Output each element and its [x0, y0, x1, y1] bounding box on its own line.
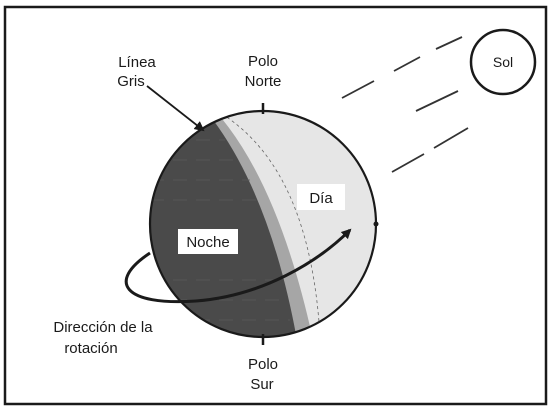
sun-circle	[469, 28, 537, 96]
south-pole-label-line2: Sur	[250, 376, 273, 393]
north-pole-label-line1: Polo	[248, 53, 278, 70]
rotation-arrow	[124, 228, 352, 304]
day-label: Día	[309, 190, 333, 207]
equator-dot	[373, 221, 379, 227]
earth-globe	[148, 109, 378, 339]
rotation-label-line2: rotación	[64, 340, 117, 357]
north-pole-label-line2: Norte	[245, 73, 282, 90]
rotation-label-line1: Dirección de la	[53, 319, 153, 336]
sun-label: Sol	[493, 54, 513, 70]
gray-line-label-line2: Gris	[117, 73, 145, 90]
night-label-box	[178, 229, 238, 254]
south-pole-label-line1: Polo	[248, 356, 278, 373]
sun-rays	[341, 36, 469, 173]
night-label: Noche	[186, 234, 229, 251]
gray-line-pointer	[146, 85, 205, 132]
gray-line-label-line1: Línea	[118, 54, 156, 71]
day-label-box	[297, 184, 345, 210]
